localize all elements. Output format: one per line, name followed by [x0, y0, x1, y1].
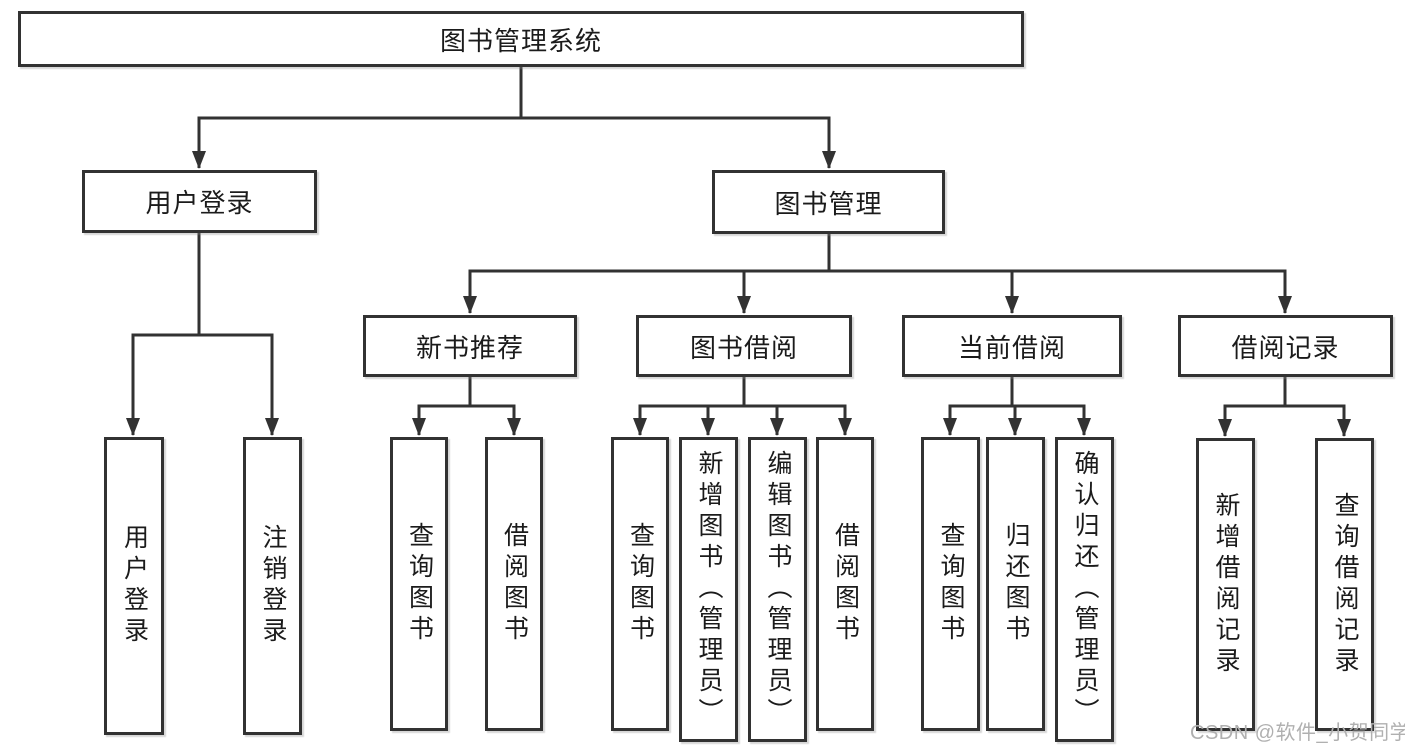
node-label: 归还图书	[1002, 522, 1030, 646]
node-edit-books-admin: 编辑图书（管理员）	[748, 437, 807, 742]
node-logout: 注销登录	[243, 437, 302, 735]
node-add-books-admin: 新增图书（管理员）	[679, 437, 738, 742]
node-label: 图书借阅	[689, 332, 798, 363]
node-label: 当前借阅	[957, 332, 1066, 363]
node-label: 查询图书	[937, 522, 965, 646]
node-label: 编辑图书（管理员）	[764, 450, 792, 729]
node-label: 图书管理系统	[439, 25, 602, 56]
node-new-book-recommend: 新书推荐	[363, 315, 577, 377]
node-library-management-system: 图书管理系统	[18, 11, 1024, 67]
node-label: 新增借阅记录	[1212, 491, 1240, 678]
node-label: 借阅图书	[831, 522, 860, 646]
node-borrow-books-2: 借阅图书	[816, 437, 874, 731]
connector-segments	[131, 65, 1346, 408]
node-book-borrowing: 图书借阅	[636, 315, 852, 377]
node-label: 借阅记录	[1231, 332, 1340, 363]
node-label: 查询图书	[626, 522, 655, 646]
node-user-login-leaf: 用户登录	[104, 437, 164, 735]
connector-arrows	[126, 118, 1351, 437]
node-label: 用户登录	[120, 524, 149, 648]
node-borrowing-records: 借阅记录	[1178, 315, 1393, 377]
node-user-login: 用户登录	[82, 170, 317, 233]
node-label: 注销登录	[259, 524, 287, 648]
node-label: 新增图书（管理员）	[695, 450, 723, 729]
node-return-books: 归还图书	[986, 437, 1045, 731]
node-label: 用户登录	[145, 188, 254, 218]
node-confirm-return-admin: 确认归还（管理员）	[1055, 437, 1114, 742]
watermark-text: CSDN @软件_小贺同学	[1190, 722, 1405, 744]
node-query-books-3: 查询图书	[921, 437, 980, 731]
node-label: 查询图书	[405, 522, 434, 646]
node-label: 新书推荐	[415, 332, 524, 363]
node-add-borrow-record: 新增借阅记录	[1196, 438, 1255, 731]
node-label: 确认归还（管理员）	[1071, 450, 1099, 729]
node-book-management: 图书管理	[712, 170, 945, 234]
node-query-books-2: 查询图书	[611, 437, 669, 731]
node-query-borrow-record: 查询借阅记录	[1315, 438, 1374, 731]
node-label: 查询借阅记录	[1331, 491, 1359, 678]
node-query-books-1: 查询图书	[390, 437, 448, 731]
node-label: 借阅图书	[500, 522, 529, 646]
node-borrow-books-1: 借阅图书	[485, 437, 543, 731]
node-current-borrowing: 当前借阅	[902, 315, 1122, 377]
node-label: 图书管理	[774, 188, 883, 219]
